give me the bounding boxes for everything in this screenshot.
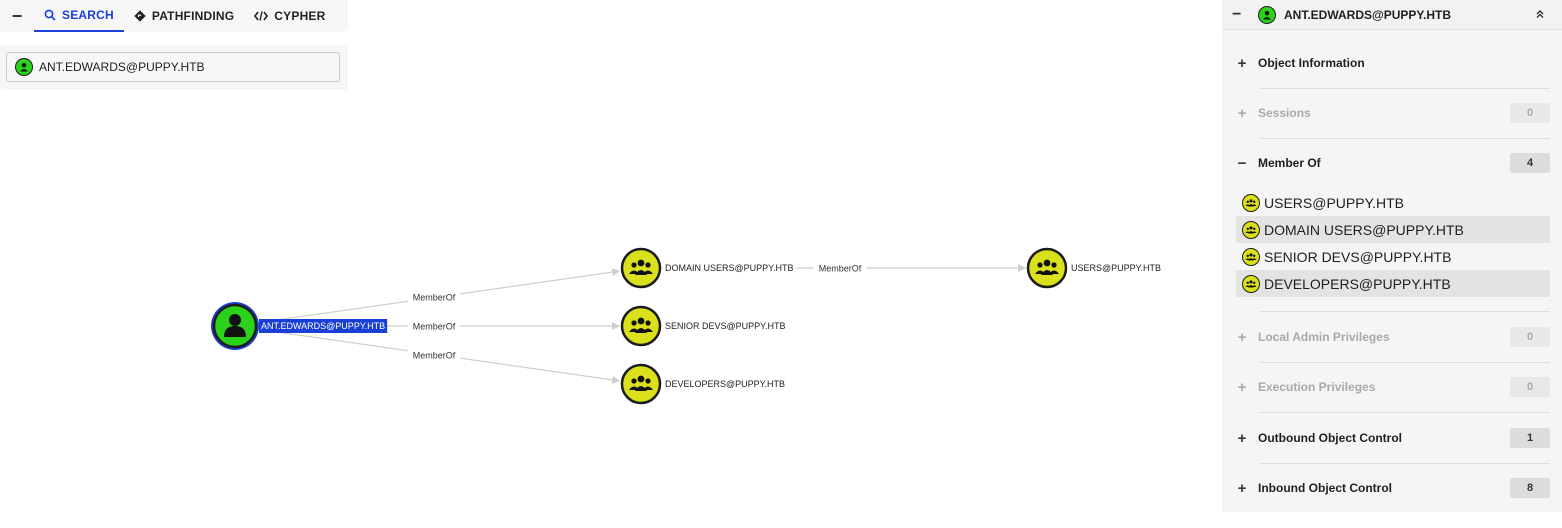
- code-icon: [254, 10, 269, 22]
- tab-cypher[interactable]: CYPHER: [244, 0, 335, 32]
- node-label: DOMAIN USERS@PUPPY.HTB: [665, 263, 794, 273]
- count-badge: 0: [1510, 103, 1550, 123]
- edge-label: MemberOf: [413, 293, 456, 303]
- section-label: Sessions: [1258, 106, 1311, 120]
- tab-search-label: SEARCH: [62, 8, 114, 22]
- edge-label: MemberOf: [413, 351, 456, 361]
- section-label: Execution Privileges: [1258, 380, 1376, 394]
- divider: [1260, 138, 1550, 139]
- section-inbound-object-control[interactable]: + Inbound Object Control 8: [1232, 464, 1550, 512]
- edge-label: MemberOf: [413, 322, 456, 332]
- list-item[interactable]: DOMAIN USERS@PUPPY.HTB: [1236, 216, 1550, 243]
- divider: [1260, 362, 1550, 363]
- divider: [1260, 311, 1550, 312]
- group-node-circle: [620, 363, 662, 405]
- member-name: DEVELOPERS@PUPPY.HTB: [1264, 275, 1451, 292]
- list-item[interactable]: DEVELOPERS@PUPPY.HTB: [1236, 270, 1550, 297]
- node-label-bg: [663, 319, 788, 333]
- graph-node-users[interactable]: USERS@PUPPY.HTB: [1026, 247, 1163, 289]
- group-node-circle: [1026, 247, 1068, 289]
- search-tabbar: − SEARCH PATHFINDING CYPHER: [0, 0, 348, 32]
- node-label-bg: [663, 261, 796, 275]
- node-label-bg: [1069, 261, 1163, 275]
- entity-panel: − ANT.EDWARDS@PUPPY.HTB + Object Informa…: [1222, 0, 1562, 512]
- list-item[interactable]: USERS@PUPPY.HTB: [1236, 189, 1550, 216]
- graph-node-domain_users[interactable]: DOMAIN USERS@PUPPY.HTB: [620, 247, 796, 289]
- expand-icon: +: [1237, 479, 1247, 497]
- edge-label: MemberOf: [819, 264, 862, 274]
- section-label: Member Of: [1258, 156, 1321, 170]
- collapse-button[interactable]: −: [11, 5, 23, 26]
- section-execution-privileges[interactable]: + Execution Privileges 0: [1232, 363, 1550, 411]
- section-member-of[interactable]: − Member Of 4: [1232, 139, 1550, 187]
- edge-label-bg: [408, 348, 460, 362]
- graph-node-developers[interactable]: DEVELOPERS@PUPPY.HTB: [620, 363, 788, 405]
- section-label: Object Information: [1258, 56, 1365, 70]
- graph-node-ant[interactable]: ANT.EDWARDS@PUPPY.HTB: [211, 302, 388, 350]
- member-name: SENIOR DEVS@PUPPY.HTB: [1264, 248, 1452, 265]
- tab-cypher-label: CYPHER: [274, 9, 326, 23]
- expand-icon: +: [1237, 54, 1247, 72]
- panel-collapse-button[interactable]: −: [1232, 5, 1242, 23]
- expand-icon: +: [1237, 104, 1247, 122]
- member-name: USERS@PUPPY.HTB: [1264, 194, 1404, 211]
- search-input[interactable]: ANT.EDWARDS@PUPPY.HTB: [6, 52, 340, 82]
- section-label: Inbound Object Control: [1258, 481, 1392, 495]
- section-sessions[interactable]: + Sessions 0: [1232, 89, 1550, 137]
- node-label-bg: [663, 377, 788, 391]
- section-outbound-object-control[interactable]: + Outbound Object Control 1: [1232, 414, 1550, 462]
- node-label-bg: [259, 319, 388, 333]
- edge-label-bg: [408, 319, 460, 333]
- diamond-route-icon: [134, 10, 146, 22]
- expand-icon: +: [1237, 378, 1247, 396]
- panel-header: − ANT.EDWARDS@PUPPY.HTB: [1222, 0, 1562, 30]
- node-label: SENIOR DEVS@PUPPY.HTB: [665, 321, 786, 331]
- user-icon: [15, 58, 33, 76]
- section-local-admin-privileges[interactable]: + Local Admin Privileges 0: [1232, 313, 1550, 361]
- divider: [1260, 412, 1550, 413]
- node-label: ANT.EDWARDS@PUPPY.HTB: [261, 321, 385, 331]
- count-badge: 8: [1510, 478, 1550, 498]
- search-icon: [44, 9, 56, 21]
- member-of-list: USERS@PUPPY.HTB DOMAIN USERS@PUPPY.HTB S…: [1236, 189, 1550, 297]
- divider: [1260, 88, 1550, 89]
- section-object-information[interactable]: + Object Information: [1232, 39, 1550, 87]
- graph-node-senior_devs[interactable]: SENIOR DEVS@PUPPY.HTB: [620, 305, 788, 347]
- collapse-icon: −: [1237, 154, 1247, 172]
- search-container: ANT.EDWARDS@PUPPY.HTB: [0, 45, 348, 90]
- edge-label-bg: [814, 261, 866, 275]
- count-badge: 1: [1510, 428, 1550, 448]
- expand-icon: +: [1237, 328, 1247, 346]
- section-label: Local Admin Privileges: [1258, 330, 1390, 344]
- edge-label-bg: [408, 290, 460, 304]
- expand-icon: +: [1237, 429, 1247, 447]
- divider: [1260, 463, 1550, 464]
- node-label: USERS@PUPPY.HTB: [1071, 263, 1161, 273]
- count-badge: 4: [1510, 153, 1550, 173]
- group-node-circle: [620, 247, 662, 289]
- node-label: DEVELOPERS@PUPPY.HTB: [665, 379, 785, 389]
- group-node-circle: [620, 305, 662, 347]
- tab-pathfinding-label: PATHFINDING: [151, 9, 235, 23]
- user-icon: [1258, 5, 1276, 24]
- tab-pathfinding[interactable]: PATHFINDING: [124, 0, 244, 32]
- group-icon: [1242, 247, 1260, 266]
- count-badge: 0: [1510, 327, 1550, 347]
- tab-search[interactable]: SEARCH: [34, 0, 124, 32]
- member-name: DOMAIN USERS@PUPPY.HTB: [1264, 221, 1464, 238]
- double-chevron-up-icon[interactable]: [1528, 8, 1552, 22]
- search-value: ANT.EDWARDS@PUPPY.HTB: [39, 60, 205, 74]
- panel-title: ANT.EDWARDS@PUPPY.HTB: [1258, 5, 1528, 24]
- group-icon: [1242, 274, 1260, 293]
- section-label: Outbound Object Control: [1258, 431, 1402, 445]
- panel-title-text: ANT.EDWARDS@PUPPY.HTB: [1284, 7, 1452, 22]
- list-item[interactable]: SENIOR DEVS@PUPPY.HTB: [1236, 243, 1550, 270]
- count-badge: 0: [1510, 377, 1550, 397]
- group-icon: [1242, 220, 1260, 239]
- group-icon: [1242, 193, 1260, 212]
